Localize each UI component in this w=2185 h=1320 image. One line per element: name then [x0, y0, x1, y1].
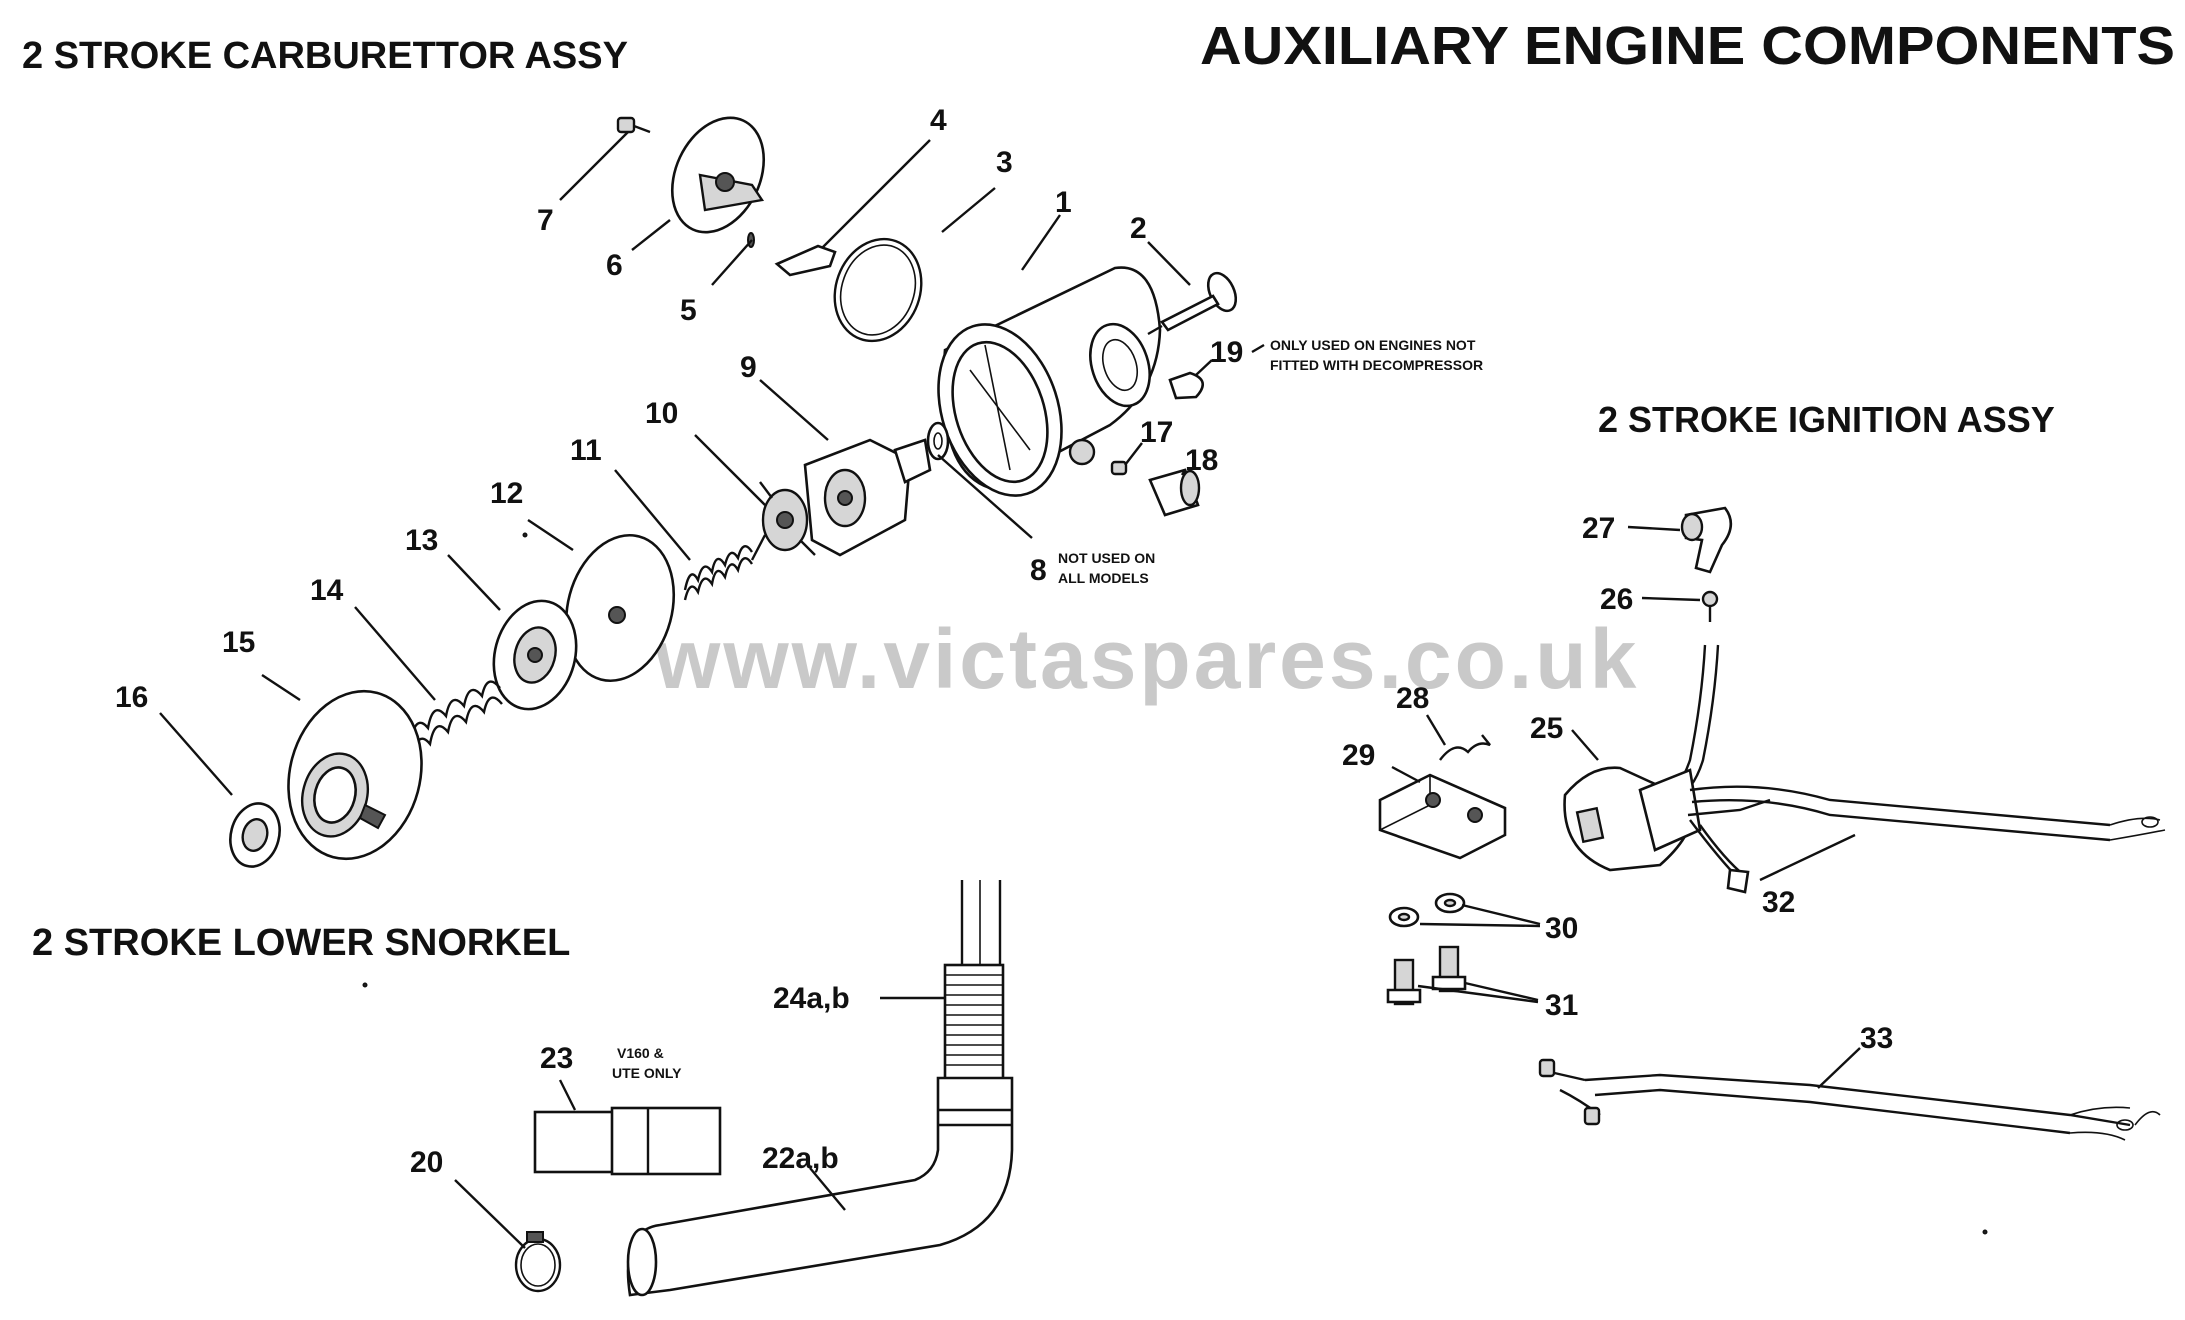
label-part-28: 28	[1396, 682, 1429, 715]
label-part-5: 5	[680, 294, 697, 327]
label-part-27: 27	[1582, 512, 1615, 545]
label-part-7: 7	[537, 204, 554, 237]
fitting	[1148, 468, 1201, 517]
label-part-8: 8	[1030, 554, 1047, 587]
screw	[616, 116, 651, 134]
small-spring	[683, 545, 754, 601]
label-part-16: 16	[115, 681, 148, 714]
note-23-line1: V160 &	[617, 1045, 664, 1061]
plug	[229, 802, 281, 868]
small-nut	[1110, 460, 1128, 476]
label-part-10: 10	[645, 397, 678, 430]
label-part-32: 32	[1762, 886, 1795, 919]
label-part-25: 25	[1530, 712, 1563, 745]
spider-valve	[750, 481, 816, 561]
label-part-18: 18	[1185, 444, 1218, 477]
label-part-3: 3	[996, 146, 1013, 179]
label-part-11: 11	[570, 434, 602, 467]
label-part-12: 12	[490, 477, 523, 510]
spring-screw	[1701, 590, 1719, 622]
adapter	[533, 1106, 722, 1176]
wiring-harness	[1538, 1058, 2161, 1141]
label-part-20: 20	[410, 1146, 443, 1179]
note-8-line2: ALL MODELS	[1058, 570, 1149, 586]
plug-cap	[1680, 506, 1733, 574]
label-part-6: 6	[606, 249, 623, 282]
label-part-23: 23	[540, 1042, 573, 1075]
label-part-24: 24a,b	[773, 982, 850, 1015]
watermark: www.victaspares.co.uk	[654, 612, 1639, 706]
diaphragm-housing	[803, 438, 932, 557]
bowl-cover	[670, 116, 766, 234]
needle-valve	[1147, 271, 1238, 336]
note-19-line2: FITTED WITH DECOMPRESSOR	[1270, 357, 1483, 373]
snorkel-bend	[626, 1076, 1014, 1297]
diaphragm-plate	[492, 599, 578, 711]
washer	[926, 421, 950, 461]
label-part-1: 1	[1055, 186, 1072, 219]
leader-lines-carb	[159, 131, 1265, 796]
carburettor-body	[937, 266, 1162, 497]
leader-lines-snorkel	[454, 996, 945, 1249]
label-part-9: 9	[740, 351, 757, 384]
snorkel-tube	[943, 880, 1005, 1082]
label-part-4: 4	[930, 104, 947, 137]
label-part-29: 29	[1342, 739, 1375, 772]
ignition-title: 2 STROKE IGNITION ASSY	[1598, 399, 2055, 440]
o-ring	[833, 237, 923, 343]
clip	[1439, 734, 1491, 761]
label-part-31: 31	[1545, 989, 1578, 1022]
note-19-line1: ONLY USED ON ENGINES NOT	[1270, 337, 1476, 353]
note-23-line2: UTE ONLY	[612, 1065, 682, 1081]
label-part-22: 22a,b	[762, 1142, 839, 1175]
float-needle	[774, 244, 837, 277]
label-part-26: 26	[1600, 583, 1633, 616]
ignition-wires	[1687, 785, 2166, 894]
label-part-15: 15	[222, 626, 255, 659]
spring	[408, 680, 503, 761]
hose-clamp	[514, 1231, 562, 1293]
bullet	[1168, 371, 1204, 400]
label-part-19: 19	[1210, 336, 1243, 369]
note-8-line1: NOT USED ON	[1058, 550, 1155, 566]
washers	[1388, 892, 1466, 928]
page-title: AUXILIARY ENGINE COMPONENTS	[1200, 16, 2175, 76]
label-part-14: 14	[310, 574, 344, 607]
mounting-bracket	[1378, 773, 1507, 860]
label-part-2: 2	[1130, 212, 1147, 245]
label-part-30: 30	[1545, 912, 1578, 945]
label-part-17: 17	[1140, 416, 1173, 449]
carburettor-cover	[287, 689, 423, 861]
label-part-33: 33	[1860, 1022, 1893, 1055]
leader-lines-ignition	[1391, 525, 1861, 1089]
bolts	[1386, 945, 1467, 1006]
label-part-13: 13	[405, 524, 438, 557]
carburettor-title: 2 STROKE CARBURETTOR ASSY	[22, 35, 628, 77]
ignition-coil	[1563, 644, 1720, 872]
snorkel-title: 2 STROKE LOWER SNORKEL	[32, 922, 570, 964]
